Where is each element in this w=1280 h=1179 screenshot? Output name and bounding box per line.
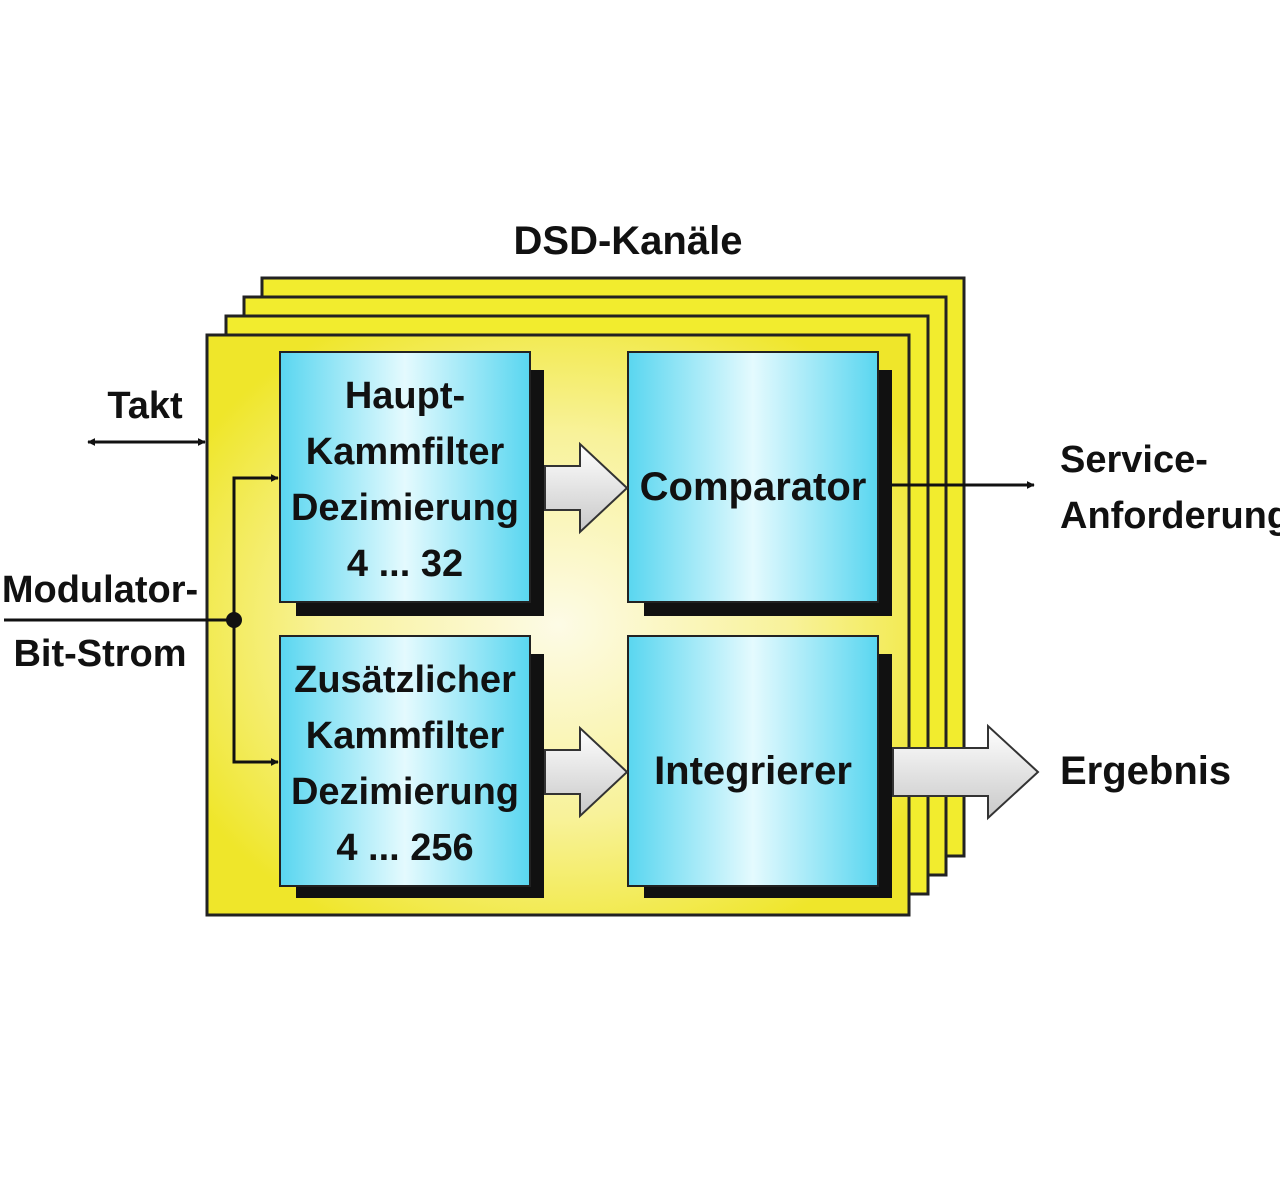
main-filter-box — [279, 351, 531, 603]
comparator-label: Comparator — [640, 465, 867, 509]
main-filter-block: Haupt- Kammfilter Dezimierung 4 ... 32 — [279, 351, 544, 616]
extra-filter-box — [279, 635, 531, 887]
comparator-block: Comparator — [627, 351, 892, 616]
result-output-arrow — [892, 723, 1040, 821]
service-label-line2: Anforderung — [1060, 495, 1280, 537]
diagram-title: DSD-Kanäle — [514, 219, 743, 263]
integrator-label: Integrierer — [654, 749, 852, 793]
extra-filter-line1: Zusätzlicher — [294, 659, 516, 701]
comparator-box — [627, 351, 879, 603]
result-label: Ergebnis — [1060, 749, 1231, 793]
branch-to-extra-filter — [232, 620, 279, 766]
bitstream-label-line2: Bit-Strom — [13, 633, 186, 675]
main-filter-line4: 4 ... 32 — [347, 543, 463, 585]
service-label-line1: Service- — [1060, 439, 1208, 481]
clock-label: Takt — [107, 385, 183, 427]
main-filter-line1: Haupt- — [345, 375, 465, 417]
extra-filter-line2: Kammfilter — [306, 715, 505, 757]
main-filter-line3: Dezimierung — [291, 487, 519, 529]
integrator-box — [627, 635, 879, 887]
integrator-block: Integrierer — [627, 635, 892, 898]
main-to-comparator-arrow — [544, 441, 629, 535]
main-filter-line2: Kammfilter — [306, 431, 505, 473]
extra-to-integrator-arrow — [544, 725, 629, 819]
extra-filter-line3: Dezimierung — [291, 771, 519, 813]
extra-filter-block: Zusätzlicher Kammfilter Dezimierung 4 ..… — [279, 635, 544, 898]
extra-filter-line4: 4 ... 256 — [336, 827, 473, 869]
branch-to-main-filter — [232, 474, 279, 620]
bitstream-label-line1: Modulator- — [2, 569, 198, 611]
